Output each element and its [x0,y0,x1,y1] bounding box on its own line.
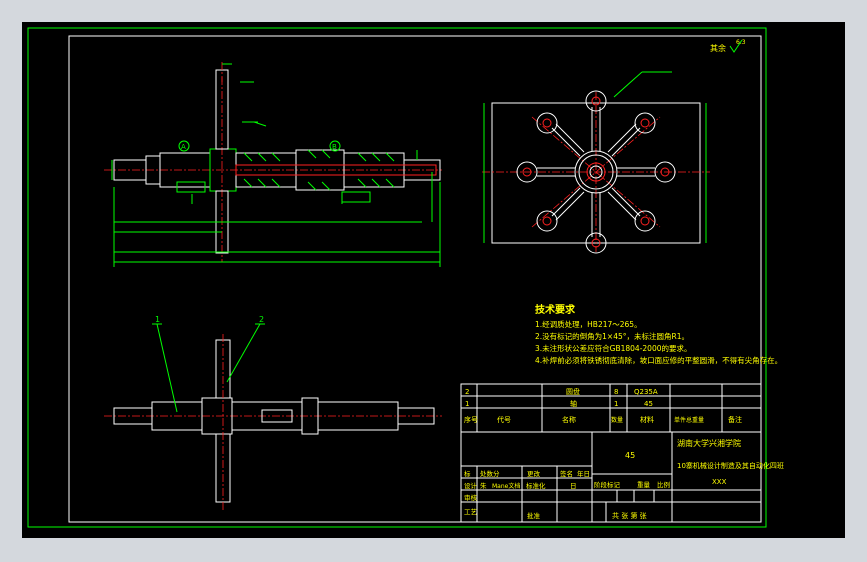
tb-rev-4: 年日 [577,469,590,478]
top-view-star [482,71,710,254]
tb-design-2: Mane文档 [492,482,520,490]
tb-scale: 比例 [657,480,670,489]
tb-check: 审核 [464,493,478,502]
notes-item-1: 1.经调质处理，HB217～265。 [535,319,642,329]
tb-design-0: 设计 [464,481,478,490]
header-unit-weight: 单件总重量 [674,416,704,424]
part-row-1-material: 45 [644,400,653,408]
notes-title: 技术要求 [535,303,576,316]
tb-school: 湖南大学兴湘学院 [677,438,741,448]
part-row-2-no: 2 [465,388,469,396]
section-label-a: A [181,143,186,151]
technical-requirements: 技术要求 1.经调质处理，HB217～265。 2.没有标记的倒角为1×45°，… [535,303,782,365]
tb-design-1: 朱 [480,481,487,490]
part-row-2-name: 圆盘 [566,387,580,396]
tb-process: 工艺 [464,508,478,516]
drawing-canvas: 其余 6.3 A B [27,27,784,528]
tb-rev-1: 处数分 [480,469,500,478]
tb-group: XXX [712,478,727,486]
roughness-icon [729,39,743,53]
tb-project: 10寨机械设计制造及其自动化四班 [677,461,784,470]
notes-item-4: 4.补焊前必须将铁锈彻底清除，坡口面应修的平整圆滑，不得有尖角存在。 [535,355,782,365]
title-block: 2 圆盘 8 Q235A 1 轴 1 45 序号 代号 名称 数量 材料 单件总… [460,383,784,523]
tb-rev-2: 更改 [527,469,541,478]
header-code: 代号 [497,415,511,424]
notes-item-3: 3.未注形状公差应符合GB1804-2000的要求。 [535,343,692,353]
header-name: 名称 [562,415,576,424]
header-remark: 备注 [728,415,742,424]
cad-viewport[interactable]: 其余 6.3 A B [22,22,845,538]
header-qty: 数量 [611,416,623,424]
part-row-1-qty: 1 [614,400,618,408]
part-row-1-name: 轴 [570,399,577,408]
notes-item-2: 2.没有标记的倒角为1×45°，未标注圆角R1。 [535,331,689,341]
assembly-front-view: 1 2 [104,315,442,510]
tb-rev-3: 签名 [560,469,573,478]
tb-approve: 批准 [527,511,541,520]
inner-frame [68,35,762,523]
tb-stage: 阶段标记 [594,480,621,489]
tb-design-4: 日 [570,482,577,490]
corner-mark-label: 其余 [710,43,726,53]
tb-sheets: 共 张 第 张 [612,511,647,520]
part-row-1-no: 1 [465,400,469,408]
header-no: 序号 [464,415,478,424]
outer-frame [27,27,767,528]
header-material: 材料 [640,415,654,424]
section-label-b: B [332,143,337,151]
tb-rev-0: 标 [464,469,471,478]
tb-material: 45 [625,451,635,460]
part-row-2-material: Q235A [634,388,658,396]
part-label-2: 2 [259,315,264,324]
part-label-1: 1 [155,315,160,324]
shaft-section-view: A B [104,62,442,267]
tb-weight: 重量 [637,481,651,489]
tb-design-3: 标准化 [526,481,546,490]
part-row-2-qty: 8 [614,388,618,396]
